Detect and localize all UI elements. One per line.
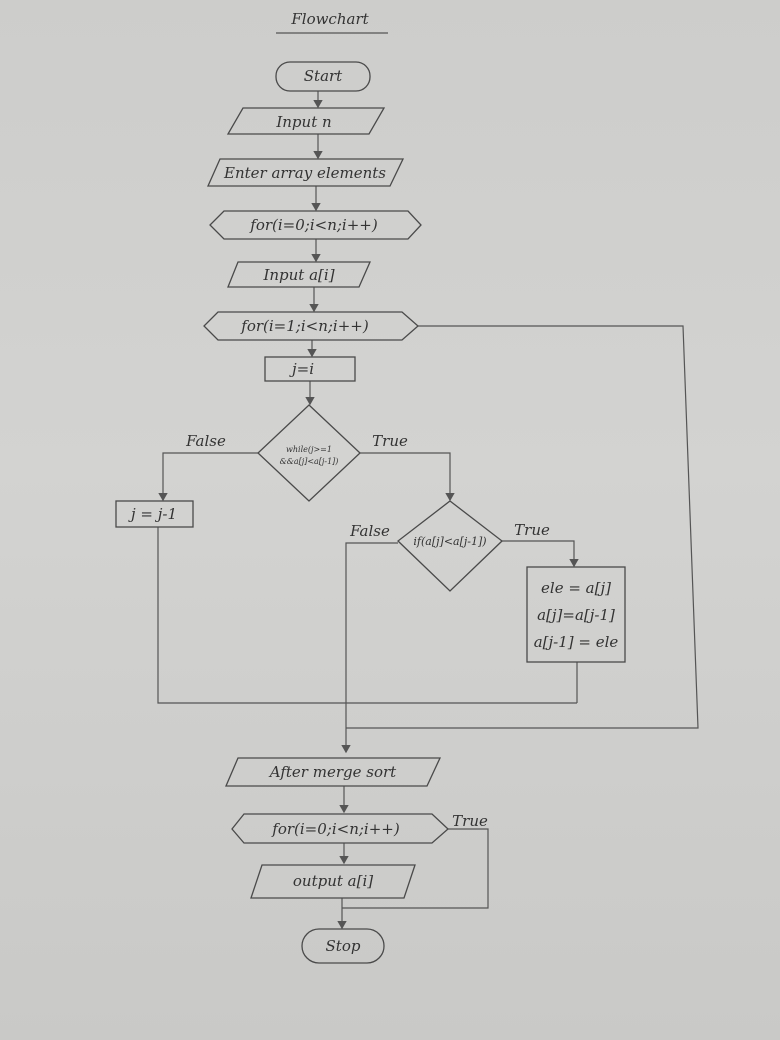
- while-false-label: False: [185, 432, 226, 450]
- input-n-parallelogram: [226, 107, 386, 135]
- after-sort-label: After merge sort: [268, 763, 397, 781]
- after-sort-parallelogram: [225, 757, 442, 787]
- swap-line-3: a[j-1] = ele: [534, 633, 619, 651]
- swap-line-1: ele = a[j]: [541, 579, 611, 597]
- enter-elements-parallelogram: [206, 158, 405, 187]
- start-label: Start: [304, 67, 343, 85]
- stop-label: Stop: [326, 937, 361, 955]
- enter-elements-label: Enter array elements: [223, 164, 386, 182]
- if-false-label: False: [349, 522, 390, 540]
- if-condition-label: if(a[j]<a[j-1]): [413, 535, 486, 548]
- start-terminal: [275, 61, 371, 92]
- output-ai-label: output a[i]: [293, 872, 373, 890]
- for-loop-3-hexagon: [231, 813, 449, 844]
- input-n-label: Input n: [275, 113, 331, 131]
- for-loop-2-hexagon: [203, 311, 419, 341]
- for-loop-1-label: for(i=0;i<n;i++): [249, 216, 378, 234]
- connectors: [157, 91, 699, 930]
- for-loop-2-label: for(i=1;i<n;i++): [240, 317, 369, 335]
- swap-box: [526, 566, 626, 663]
- while-condition-line1: while(j>=1: [286, 445, 332, 454]
- for-loop-3-label: for(i=0;i<n;i++): [271, 820, 400, 838]
- input-ai-parallelogram: [227, 261, 371, 288]
- while-condition-diamond: [257, 404, 361, 502]
- swap-line-2: a[j]=a[j-1]: [537, 606, 615, 624]
- while-condition-line2: &&a[j]<a[j-1]): [280, 457, 339, 466]
- while-true-label: True: [372, 432, 408, 450]
- assign-j-box: [264, 356, 356, 382]
- loop3-true-label: True: [452, 812, 488, 830]
- flowchart-title: Flowchart: [290, 10, 369, 28]
- decrement-j-label: j = j-1: [128, 505, 177, 523]
- for-loop-1-hexagon: [209, 210, 422, 240]
- stop-terminal: [301, 928, 385, 964]
- assign-j-label: j=i: [289, 360, 314, 378]
- if-true-label: True: [514, 521, 550, 539]
- if-condition-diamond: [397, 500, 503, 592]
- output-ai-parallelogram: [250, 864, 416, 899]
- input-ai-label: Input a[i]: [262, 266, 334, 284]
- decrement-j-box: [115, 500, 194, 528]
